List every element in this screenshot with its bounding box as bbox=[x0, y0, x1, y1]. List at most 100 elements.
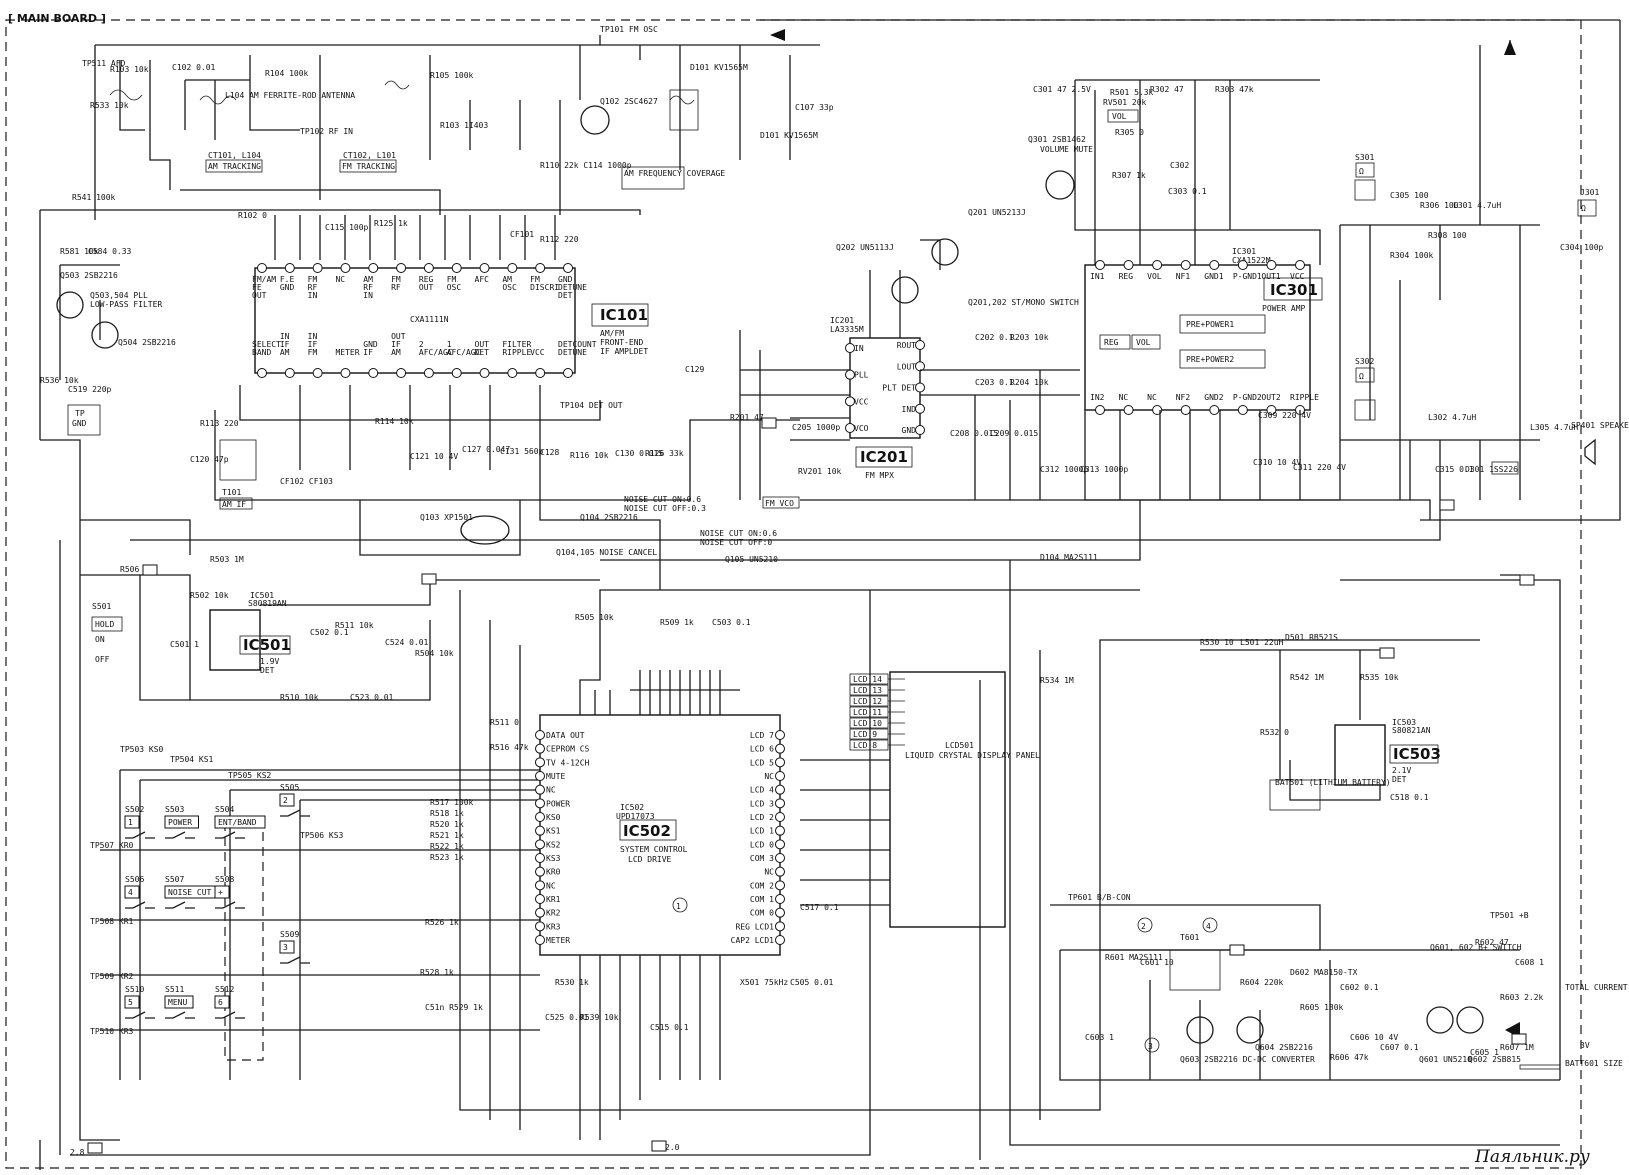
svg-text:R533 10k: R533 10k bbox=[90, 101, 129, 110]
svg-text:Q604 2SB2216: Q604 2SB2216 bbox=[1255, 1043, 1313, 1052]
ic101-bottom-pin-label: AM bbox=[280, 348, 290, 357]
svg-text:Ω: Ω bbox=[1359, 167, 1364, 176]
svg-text:C303 0.1: C303 0.1 bbox=[1168, 187, 1207, 196]
svg-text:OFF: OFF bbox=[95, 655, 110, 664]
ic101-bottom-pin-label: AFC/AGC bbox=[447, 348, 481, 357]
bus-wires: 2.8 2.0 bbox=[39, 19, 1621, 1170]
svg-text:D101 KV1565M: D101 KV1565M bbox=[690, 63, 748, 72]
svg-text:L301 4.7uH: L301 4.7uH bbox=[1453, 201, 1501, 210]
svg-text:VOL: VOL bbox=[1112, 112, 1127, 121]
svg-text:TP510 KR3: TP510 KR3 bbox=[90, 1027, 134, 1036]
ic101-bottom-pin bbox=[535, 368, 546, 378]
svg-text:LOW-PASS FILTER: LOW-PASS FILTER bbox=[90, 300, 162, 309]
ic502-right-pin bbox=[775, 757, 785, 768]
svg-text:S80819AN: S80819AN bbox=[248, 599, 287, 608]
ic101-top-pin-label: FM bbox=[308, 275, 318, 284]
ic301-bottom-pin bbox=[1237, 405, 1248, 415]
key-label: 5 bbox=[128, 998, 133, 1007]
svg-text:C312 1000p: C312 1000p bbox=[1040, 465, 1088, 474]
ic101-bottom-pin bbox=[396, 368, 407, 378]
svg-text:3: 3 bbox=[1148, 1042, 1153, 1051]
svg-text:C208 0.015: C208 0.015 bbox=[950, 429, 998, 438]
ic201-right-pin-label: GND bbox=[902, 426, 917, 435]
svg-text:C505 0.01: C505 0.01 bbox=[790, 978, 834, 987]
svg-text:R601 MA2S111: R601 MA2S111 bbox=[1105, 953, 1163, 962]
ic301-top-pin bbox=[1152, 260, 1163, 270]
svg-text:C115 100p: C115 100p bbox=[325, 223, 369, 232]
ic301-bottom-pin-label: GND2 bbox=[1204, 393, 1223, 402]
ic301-top-pin bbox=[1095, 260, 1105, 270]
lcd-segment-label: LCD 11 bbox=[853, 708, 882, 717]
ic101-bottom-pin-label: FM bbox=[308, 348, 318, 357]
svg-text:2: 2 bbox=[1141, 922, 1146, 931]
ic502-left-pin bbox=[535, 757, 545, 768]
svg-text:S301: S301 bbox=[1355, 153, 1374, 162]
ic301: PRE+POWER1 PRE+POWER2 REG VOL IC301 POWE… bbox=[1028, 79, 1346, 501]
svg-text:Q301 2SB1462: Q301 2SB1462 bbox=[1028, 135, 1086, 144]
switch-ref: S511 bbox=[165, 985, 184, 994]
key-button bbox=[164, 995, 194, 1009]
svg-text:RV501 20k: RV501 20k bbox=[1103, 98, 1147, 107]
svg-text:D602 MA8150-TX: D602 MA8150-TX bbox=[1290, 968, 1358, 977]
ic101-bottom-pin-label: AFC/AGC bbox=[419, 348, 453, 357]
lcd-segment-label: LCD 13 bbox=[853, 686, 882, 695]
ic101-bottom-pin-label: IN bbox=[280, 332, 290, 341]
ic101-bottom-pin-label: IF bbox=[391, 340, 401, 349]
svg-text:R112 220: R112 220 bbox=[540, 235, 579, 244]
ic101-top-pin bbox=[312, 263, 323, 273]
ic101-bottom-pin-label: DET bbox=[475, 348, 490, 357]
svg-text:C107 33p: C107 33p bbox=[795, 103, 834, 112]
ic301-bottom-pin-label: RIPPLE bbox=[1290, 393, 1319, 402]
board-border bbox=[5, 19, 1582, 1169]
ic502-right-pin bbox=[775, 771, 785, 781]
svg-text:C128: C128 bbox=[540, 448, 559, 457]
ic301-top-pin bbox=[1209, 260, 1220, 270]
svg-text:T101: T101 bbox=[222, 488, 241, 497]
if-section: T101 AM IF Q103 XP1501 Q104 2SB2216 NOIS… bbox=[190, 365, 842, 564]
ic503-ref: IC503 bbox=[1393, 745, 1441, 763]
svg-text:LIQUID CRYSTAL DISPLAY PANEL: LIQUID CRYSTAL DISPLAY PANEL bbox=[905, 751, 1040, 760]
svg-text:R530 1k: R530 1k bbox=[555, 978, 589, 987]
key-button bbox=[124, 885, 140, 899]
ic201-right-pin bbox=[915, 361, 925, 372]
am-tracking-label: AM TRACKING bbox=[208, 162, 261, 171]
ic101-bottom-pin-label: 1 bbox=[447, 340, 452, 349]
svg-text:L302 4.7uH: L302 4.7uH bbox=[1428, 413, 1476, 422]
svg-text:CF101: CF101 bbox=[510, 230, 534, 239]
ic101-bottom-pin-label: OUT bbox=[391, 332, 406, 341]
ic301-bottom-pin bbox=[1209, 405, 1220, 415]
ic301-top-pin-label: NF1 bbox=[1176, 272, 1191, 281]
svg-text:IC201: IC201 bbox=[830, 316, 854, 325]
svg-text:C523 0.01: C523 0.01 bbox=[350, 693, 394, 702]
key-matrix: TP503 KS0 TP504 KS1 TP505 KS2 TP506 KS3 … bbox=[90, 745, 540, 1080]
ic502-right-pin-label: NC bbox=[764, 868, 774, 877]
ic502-left-pin-label: KS0 bbox=[546, 813, 561, 822]
output-section: S301 Ω S302 Ω Ω J301 SP401 SPEAKER C305 … bbox=[1339, 40, 1629, 500]
svg-text:2.0: 2.0 bbox=[665, 1143, 680, 1152]
ic101-bottom-pin-label: METER bbox=[335, 348, 359, 357]
ic502-left-pin-label: KS2 bbox=[546, 840, 561, 849]
ic301-bottom-pin bbox=[1180, 405, 1191, 415]
lcd-segment-label: LCD 14 bbox=[853, 675, 882, 684]
svg-text:C602 0.1: C602 0.1 bbox=[1340, 983, 1379, 992]
ic101-top-pin bbox=[257, 263, 267, 273]
ic301-top-pin-label: IN1 bbox=[1090, 272, 1105, 281]
svg-text:Q104 2SB2216: Q104 2SB2216 bbox=[580, 513, 638, 522]
ic301-bottom-pin-label: NC bbox=[1147, 393, 1157, 402]
ic101-top-pin-label: AFC bbox=[475, 275, 490, 284]
key-label: 2 bbox=[283, 796, 288, 805]
svg-text:R602 47: R602 47 bbox=[1475, 938, 1509, 947]
svg-text:LA3335M: LA3335M bbox=[830, 325, 864, 334]
switch-ref: S506 bbox=[125, 875, 144, 884]
svg-text:C608 1: C608 1 bbox=[1515, 958, 1544, 967]
svg-text:CF102 CF103: CF102 CF103 bbox=[280, 477, 333, 486]
lcd-body bbox=[889, 671, 1006, 928]
ic101-bottom-pin bbox=[340, 368, 351, 378]
ic502-left-pin-label: KS3 bbox=[546, 854, 561, 863]
svg-text:R522 1k: R522 1k bbox=[430, 842, 464, 851]
ic101-bottom-pin-label: DETCOUNT bbox=[558, 340, 597, 349]
svg-text:C524 0.01: C524 0.01 bbox=[385, 638, 429, 647]
svg-text:C203 0.1: C203 0.1 bbox=[975, 378, 1014, 387]
ic502-right-pin bbox=[775, 784, 785, 795]
ic502-left-pin-label: KR1 bbox=[546, 895, 561, 904]
